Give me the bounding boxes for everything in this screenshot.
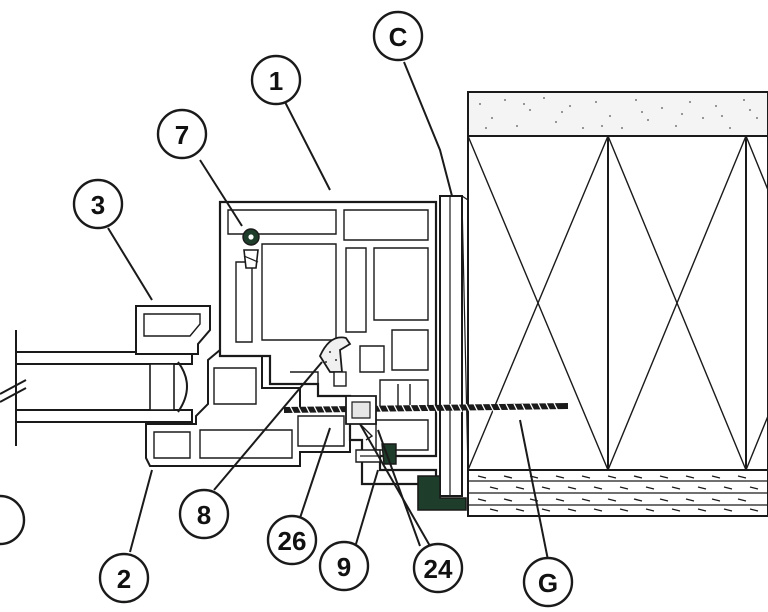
gasket-8 <box>318 336 352 387</box>
insulation-block <box>467 135 768 471</box>
callout-9: 9 <box>318 540 370 592</box>
callout-2: 2 <box>98 552 150 604</box>
callout-8-label: 8 <box>197 500 211 530</box>
callout-9-label: 9 <box>337 552 351 582</box>
callout-partial-left <box>0 494 26 546</box>
callout-8: 8 <box>178 488 230 540</box>
callout-2-label: 2 <box>117 564 131 594</box>
callout-g-label: G <box>538 568 558 598</box>
joint-seal-strip <box>439 195 469 497</box>
callout-3: 3 <box>72 178 124 230</box>
wall-section <box>467 91 768 517</box>
masonry-hatch <box>477 475 759 512</box>
callout-1: 1 <box>250 54 302 106</box>
callout-1-label: 1 <box>269 66 283 96</box>
callout-24: 24 <box>412 542 464 594</box>
callout-26-label: 26 <box>278 526 307 556</box>
gasket-7 <box>242 228 260 269</box>
callout-7-label: 7 <box>175 120 189 150</box>
bottom-seal <box>417 475 467 511</box>
callout-c: C <box>372 10 424 62</box>
callout-7: 7 <box>156 108 208 160</box>
glazing-bead <box>135 305 211 355</box>
callout-c-label: C <box>389 22 408 52</box>
frame-fixing-screw <box>283 395 569 441</box>
callout-g: G <box>522 556 574 608</box>
callout-26: 26 <box>266 514 318 566</box>
callout-3-label: 3 <box>91 190 105 220</box>
leader-lines <box>107 61 549 561</box>
callout-24-label: 24 <box>424 554 453 584</box>
render-layer <box>467 91 768 137</box>
render-speckle <box>479 97 758 129</box>
